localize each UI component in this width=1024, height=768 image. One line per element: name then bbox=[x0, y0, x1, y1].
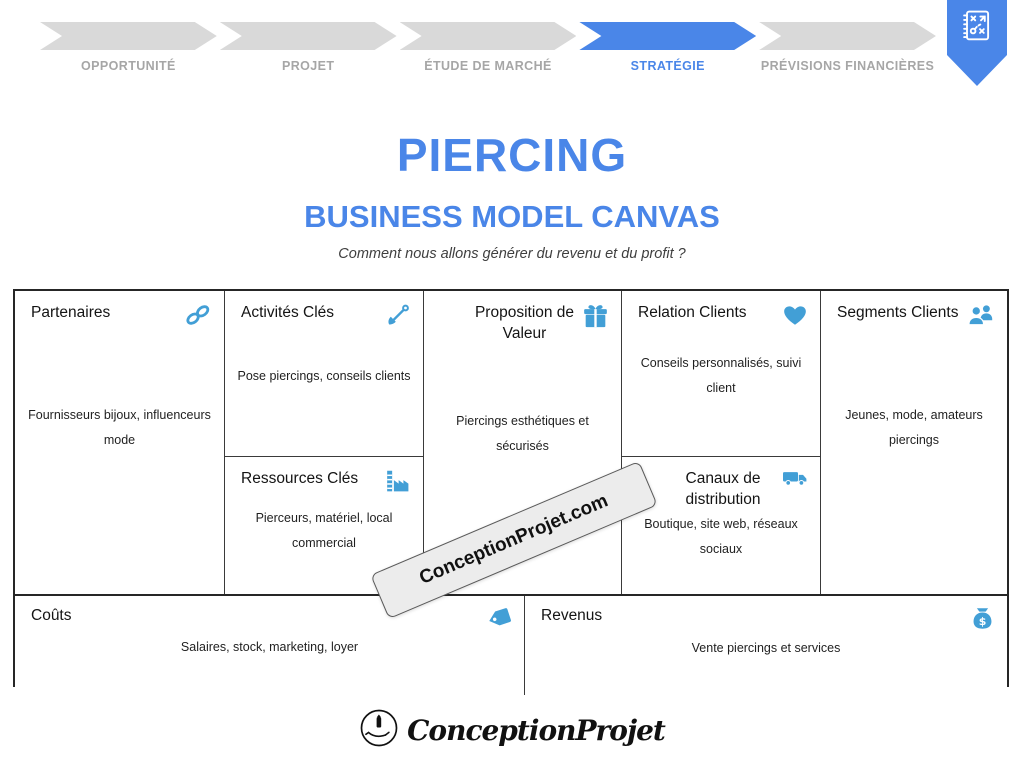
brand-name: ConceptionProjet bbox=[407, 714, 666, 747]
page-subtitle: BUSINESS MODEL CANVAS bbox=[304, 199, 720, 234]
chevron-shape bbox=[579, 22, 756, 50]
cell-title: Coûts bbox=[31, 607, 72, 624]
money-bag-icon: $ bbox=[970, 606, 995, 636]
step-etude-de-marche[interactable]: ÉTUDE DE MARCHÉ bbox=[400, 22, 577, 73]
brand-footer[interactable]: ConceptionProjet bbox=[0, 708, 1024, 753]
strategy-notebook-icon bbox=[963, 10, 990, 41]
cell-content: Salaires, stock, marketing, loyer bbox=[180, 640, 359, 654]
cell-title: Proposition de Valeur bbox=[474, 304, 575, 342]
cell-content: Piercings esthétiques et sécurisés bbox=[456, 414, 589, 453]
cell-revenus: Revenus $ Vente piercings et services bbox=[525, 596, 1007, 695]
cell-title: Partenaires bbox=[31, 304, 111, 321]
brand-logo-icon bbox=[359, 708, 399, 753]
cell-title: Segments Clients bbox=[837, 304, 959, 321]
gift-icon bbox=[582, 303, 609, 333]
step-strategie[interactable]: STRATÉGIE bbox=[579, 22, 756, 73]
cell-title: Activités Clés bbox=[241, 304, 335, 321]
step-projet[interactable]: PROJET bbox=[220, 22, 397, 73]
cell-content: Fournisseurs bijoux, influenceurs mode bbox=[28, 408, 211, 447]
cell-relation-clients: Relation Clients Conseils personnalisés,… bbox=[622, 291, 821, 457]
business-model-canvas: Partenaires Fournisseurs bijoux, influen… bbox=[13, 289, 1009, 695]
cell-content: Vente piercings et services bbox=[691, 641, 841, 655]
heart-icon bbox=[782, 303, 808, 331]
cell-canaux-distribution: Canaux de distribution Boutiqu bbox=[622, 457, 821, 594]
chevron-shape bbox=[759, 22, 936, 50]
step-previsions-financieres[interactable]: PRÉVISIONS FINANCIÈRES bbox=[759, 22, 936, 73]
price-tag-icon bbox=[485, 606, 512, 634]
step-label: STRATÉGIE bbox=[630, 59, 705, 73]
cell-content: Boutique, site web, réseaux sociaux bbox=[644, 517, 798, 556]
cell-couts: Coûts Salaires, stock, marketing, loyer bbox=[15, 596, 525, 695]
step-label: ÉTUDE DE MARCHÉ bbox=[424, 59, 552, 73]
factory-icon bbox=[385, 469, 411, 497]
chain-link-icon bbox=[184, 303, 212, 332]
svg-text:$: $ bbox=[979, 615, 987, 628]
cell-title: Canaux de distribution bbox=[685, 470, 761, 508]
cell-segments-clients: Segments Clients bbox=[821, 291, 1007, 594]
cell-title: Revenus bbox=[541, 607, 603, 624]
truck-icon bbox=[782, 469, 808, 493]
cell-title: Ressources Clés bbox=[241, 470, 359, 487]
tagline: Comment nous allons générer du revenu et… bbox=[338, 246, 686, 262]
cell-content: Pierceurs, matériel, local commercial bbox=[255, 510, 393, 550]
cell-content: Jeunes, mode, amateurs piercings bbox=[845, 407, 983, 447]
step-opportunite[interactable]: OPPORTUNITÉ bbox=[40, 22, 217, 73]
cell-content: Pose piercings, conseils clients bbox=[237, 368, 411, 383]
strategy-bookmark bbox=[947, 0, 1007, 86]
step-label: PRÉVISIONS FINANCIÈRES bbox=[760, 59, 935, 73]
process-stepper: OPPORTUNITÉ PROJET ÉTUDE DE MARCHÉ STRAT… bbox=[40, 22, 936, 73]
users-icon bbox=[967, 303, 995, 331]
cell-title: Relation Clients bbox=[638, 304, 747, 321]
step-label: PROJET bbox=[281, 59, 335, 73]
cell-content: Conseils personnalisés, suivi client bbox=[640, 355, 802, 395]
step-label: OPPORTUNITÉ bbox=[81, 59, 176, 73]
page-title: PIERCING bbox=[396, 129, 628, 181]
chevron-shape bbox=[220, 22, 397, 50]
cell-partenaires: Partenaires Fournisseurs bijoux, influen… bbox=[15, 291, 225, 594]
cell-activites-cles: Activités Clés Pose piercings, conseils … bbox=[225, 291, 424, 457]
shovel-icon bbox=[386, 303, 411, 332]
chevron-shape bbox=[400, 22, 577, 50]
chevron-shape bbox=[40, 22, 217, 50]
